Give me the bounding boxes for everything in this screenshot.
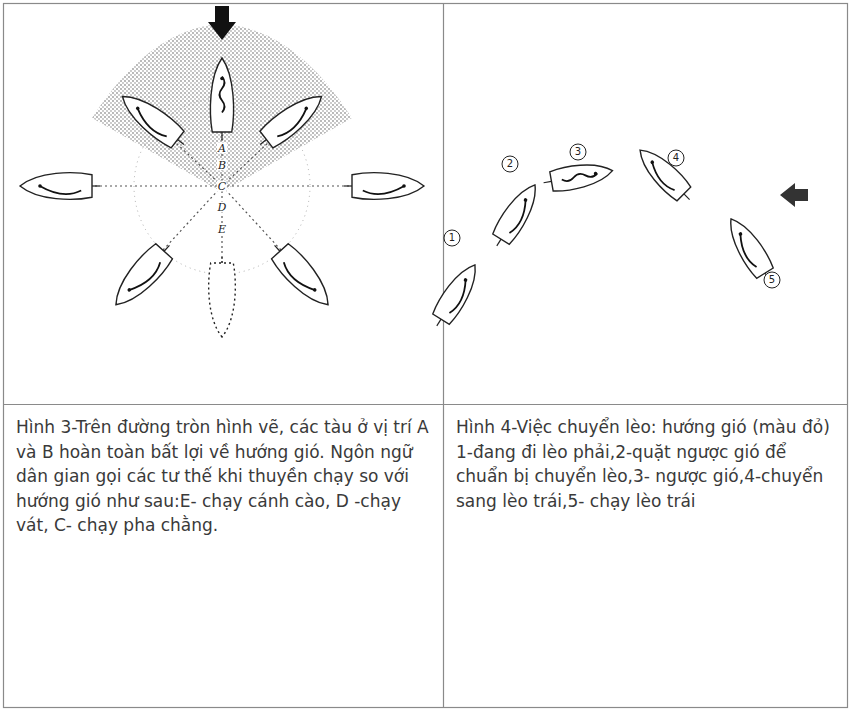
position-letter: C xyxy=(217,181,227,192)
wind-sector xyxy=(92,24,352,192)
boat-figure xyxy=(115,87,192,155)
boat-figure xyxy=(20,173,100,200)
callout-circle xyxy=(764,272,780,288)
boat-figure xyxy=(344,173,424,200)
boat-figure xyxy=(487,179,545,252)
wind-arrow xyxy=(780,183,808,207)
position-letter: A xyxy=(217,143,227,154)
boat-figure xyxy=(632,142,698,208)
caption-cell: Hình 4-Việc chuyển lèo: hướng gió (màu đ… xyxy=(444,405,847,707)
position-letter: D xyxy=(217,202,228,213)
boat-figure xyxy=(106,236,179,313)
boat-figure xyxy=(209,255,236,337)
callout-number: 2 xyxy=(507,159,513,169)
boat-figure xyxy=(265,236,338,313)
position-letter: E xyxy=(217,224,227,235)
callout-number: 5 xyxy=(769,275,775,285)
boat-figure xyxy=(721,213,779,286)
table-grid xyxy=(4,4,848,708)
boat-figure xyxy=(252,87,329,155)
callout-circle xyxy=(444,230,460,246)
caption-text: Hình 4-Việc chuyển lèo: hướng gió (màu đ… xyxy=(456,415,835,513)
callout-circle xyxy=(668,150,684,166)
boat-figure xyxy=(542,159,615,194)
caption-text: Hình 3-Trên đường tròn hình vẽ, các tàu … xyxy=(16,415,431,538)
callout-circle xyxy=(570,144,586,160)
callout-circle xyxy=(502,156,518,172)
boat-figure xyxy=(210,58,233,140)
wind-arrow xyxy=(208,6,236,40)
callout-number: 1 xyxy=(449,233,455,243)
position-letter: B xyxy=(217,160,227,171)
callout-number: 3 xyxy=(575,147,581,157)
caption-cell: Hình 3-Trên đường tròn hình vẽ, các tàu … xyxy=(4,405,443,707)
boat-figure xyxy=(427,259,485,332)
callout-number: 4 xyxy=(673,153,679,163)
